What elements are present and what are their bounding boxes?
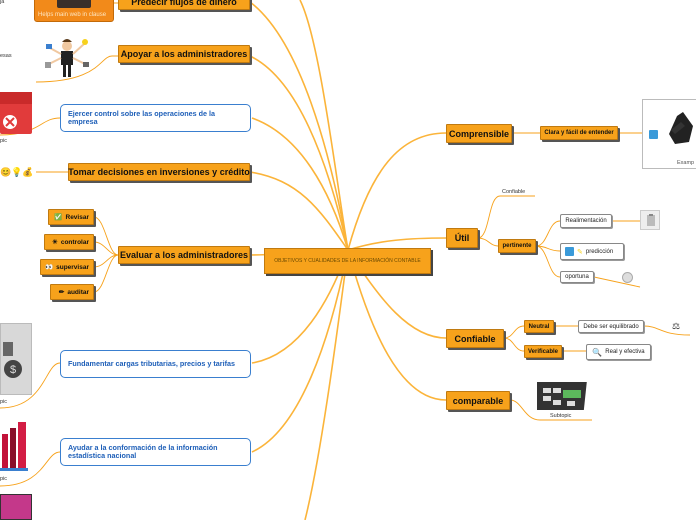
tax-image: $ [0, 323, 32, 395]
magnifier-icon: 🔍 [592, 347, 603, 357]
ejercer-control-node[interactable]: Ejercer control sobre las operaciones de… [60, 104, 251, 132]
evaluar-administradores-node[interactable]: Evaluar a los administradores [118, 246, 250, 264]
neutral-node[interactable]: Neutral [524, 320, 554, 333]
apoyar-administradores-node[interactable]: Apoyar a los administradores [118, 45, 250, 63]
real-efectiva-label: Real y efectiva [605, 349, 645, 355]
bottom-image [0, 494, 32, 520]
svg-text:$: $ [10, 364, 16, 376]
realimentacion-node[interactable]: Realimentación [560, 214, 612, 228]
auditar-label: auditar [67, 288, 89, 296]
revisar-label: Revisar [65, 213, 90, 221]
ayudar-estadistica-node[interactable]: Ayudar a la conformación de la informaci… [60, 438, 251, 466]
example-hand-image: Examp [642, 99, 696, 169]
edge-text-esas: esas [0, 53, 12, 59]
controlar-label: controlar [60, 238, 89, 246]
clara-facil-node[interactable]: Clara y fácil de entender [540, 126, 618, 140]
revisar-node[interactable]: ✅ Revisar [48, 209, 94, 225]
verificable-node[interactable]: Verificable [524, 345, 562, 358]
emoji-icons: 😊💡💰 [0, 167, 34, 177]
comprensible-node[interactable]: Comprensible [446, 124, 512, 143]
prediccion-label: predicción [585, 248, 614, 255]
grid-icon [565, 247, 574, 256]
controlar-node[interactable]: ☀ controlar [44, 234, 94, 250]
clock-icon [622, 272, 633, 283]
ejercer-subtopic: pic [0, 138, 8, 144]
predecir-caption: Helps main web in clause [38, 12, 107, 18]
util-node[interactable]: Útil [446, 228, 478, 248]
central-topic[interactable]: OBJETIVOS Y CUALIDADES DE LA INFORMACIÓN… [264, 248, 431, 274]
fundamentar-subtopic: pic [0, 399, 8, 405]
example-caption: Examp [677, 160, 695, 166]
bar-stats-image [0, 420, 28, 472]
multitasking-person-image [44, 34, 90, 80]
supervisar-label: supervisar [56, 263, 89, 271]
check-icon: ✅ [54, 214, 63, 221]
sun-icon: ☀ [52, 239, 58, 246]
comparable-subtopic: Subtopic [550, 413, 572, 419]
scale-icon: ⚖ [672, 321, 681, 331]
pertinente-node[interactable]: pertinente [498, 239, 536, 253]
pencil-icon: ✎ [577, 248, 583, 256]
confiable-node[interactable]: Confiable [446, 329, 504, 348]
edge-text-top: ja [0, 0, 5, 5]
predecir-flujos-node[interactable]: Predecir flujos de dinero [118, 0, 250, 10]
keyboard-image [533, 380, 587, 412]
clipboard-icon [640, 210, 660, 230]
fundamentar-cargas-node[interactable]: Fundamentar cargas tributarias, precios … [60, 350, 251, 378]
eyes-icon: 👀 [45, 264, 54, 271]
prediccion-node[interactable]: ✎ predicción [560, 243, 624, 260]
real-efectiva-node[interactable]: 🔍 Real y efectiva [586, 344, 651, 360]
predecir-image: Helps main web in clause [34, 0, 114, 22]
pencil-icon: ✏ [58, 289, 65, 296]
confiable-text: Confiable [502, 189, 526, 195]
oportuna-node[interactable]: oportuna [560, 271, 594, 283]
tomar-decisiones-node[interactable]: Tomar decisiones en inversiones y crédit… [68, 163, 250, 181]
comparable-node[interactable]: comparable [446, 391, 510, 410]
supervisar-node[interactable]: 👀 supervisar [40, 259, 94, 275]
equilibrado-node[interactable]: Debe ser equilibrado [578, 320, 644, 333]
error-image [0, 92, 32, 134]
auditar-node[interactable]: ✏ auditar [50, 284, 94, 300]
ayudar-subtopic: pic [0, 476, 8, 482]
